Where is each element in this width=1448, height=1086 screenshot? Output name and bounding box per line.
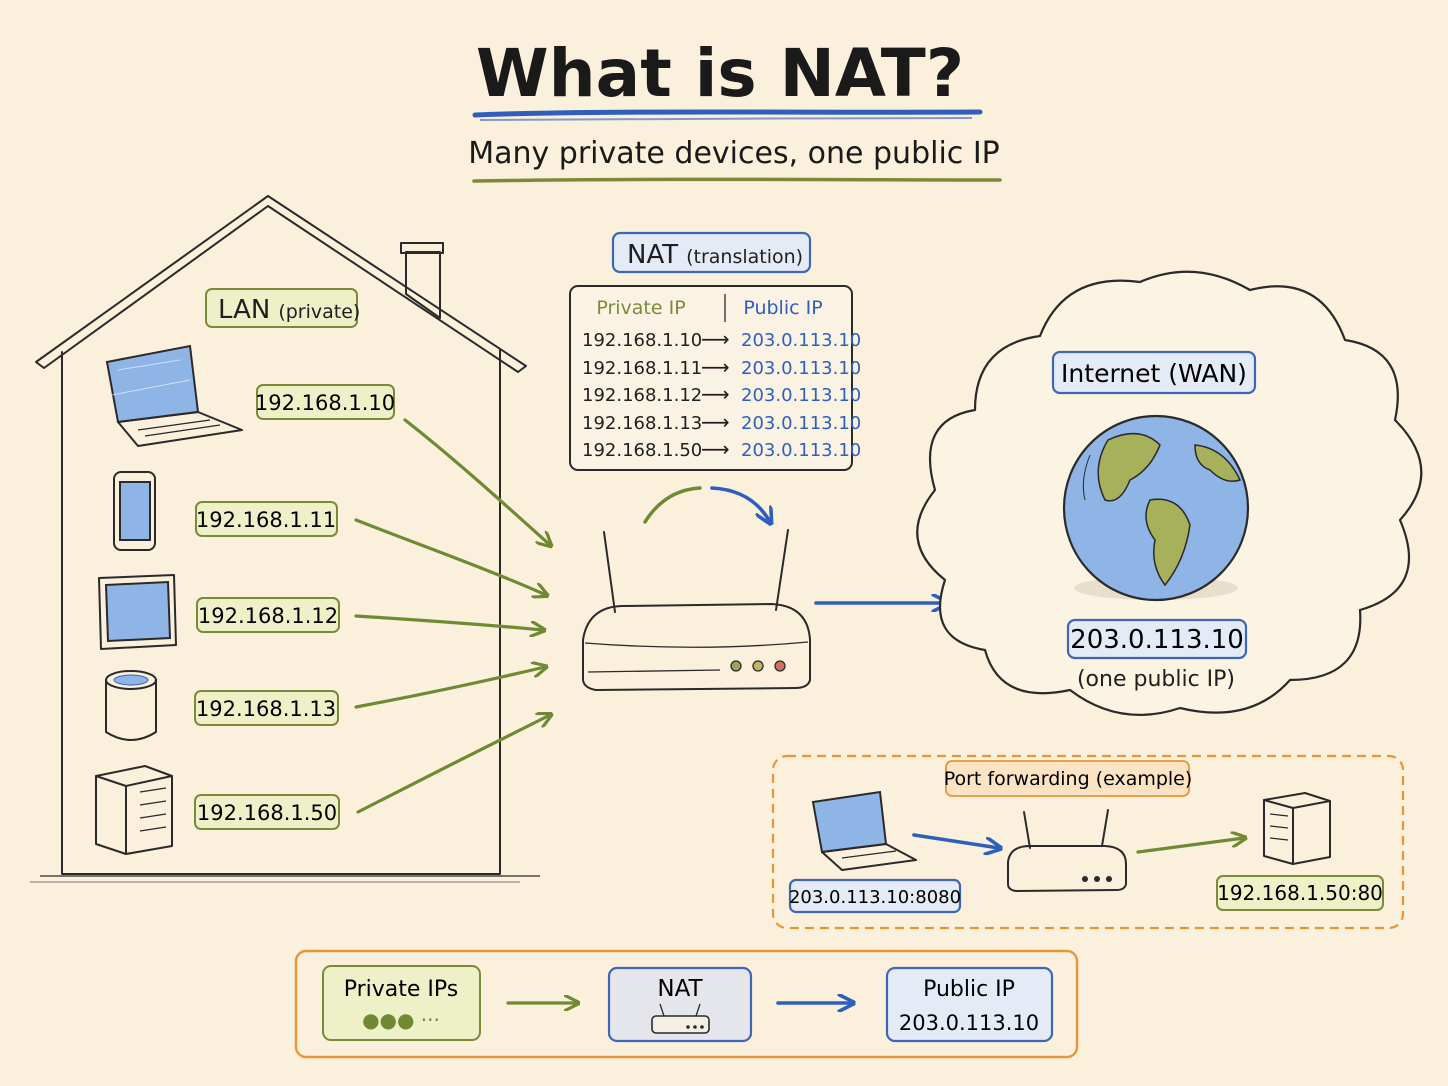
pf-arrow-out [1136,838,1244,854]
nat-table-header-public: Public IP [743,297,822,319]
svg-text:NAT(translation): NAT(translation) [627,240,803,270]
public-ip-label: 203.0.113.10 [1066,618,1248,660]
nat-row-private: 192.168.1.11 [582,358,702,379]
nat-row-private: 192.168.1.10 [582,330,702,351]
device-ip-label: 192.168.1.11 [195,501,338,537]
pf-router-icon [1007,809,1127,892]
svg-text:Private IPs: Private IPs [344,977,459,1002]
svg-text:203.0.113.10: 203.0.113.10 [1070,625,1244,655]
internet-label: Internet (WAN) [1051,350,1257,395]
summary-nat: NAT [607,966,753,1043]
pf-server-icon [1263,792,1331,865]
summary-public: Public IP 203.0.113.10 [885,966,1054,1043]
nat-row-private: 192.168.1.50 [582,440,702,461]
summary-private: Private IPs ●●● ··· [322,965,481,1041]
svg-text:Internet (WAN): Internet (WAN) [1061,359,1247,388]
pf-internal-address: 192.168.1.50:80 [1216,875,1384,911]
nat-row-public: 203.0.113.10 [741,330,861,351]
svg-text:LAN(private): LAN(private) [218,295,360,325]
nat-row-private: 192.168.1.12 [582,385,702,406]
svg-text:192.168.1.13: 192.168.1.13 [196,697,336,721]
nat-row-public: 203.0.113.10 [741,413,861,434]
summary-panel [294,949,1079,1059]
server-icon [95,765,173,855]
svg-text:192.168.1.10: 192.168.1.10 [255,391,395,415]
router-icon [582,529,811,691]
page-title: What is NAT? [476,35,964,112]
laptop-icon [105,344,243,447]
device-ip-label: 192.168.1.12 [196,597,340,633]
lan-label: LAN(private) [205,288,360,328]
title-underline [472,109,983,118]
nat-row-arrow: ⟶ [701,410,730,434]
tablet-icon [98,574,177,650]
pf-laptop-icon [811,790,917,871]
translation-arrow [643,486,770,522]
nat-label: NAT(translation) [611,231,812,274]
device-ip-label: 192.168.1.13 [194,690,339,726]
nat-row-arrow: ⟶ [701,355,730,379]
lan-to-router-arrows [354,418,550,814]
smart-speaker-icon [105,670,157,741]
svg-text:192.168.1.11: 192.168.1.11 [196,508,336,532]
nat-table: Private IP Public IP 192.168.1.10 ⟶ 203.… [569,285,861,471]
pf-arrow-in [912,833,999,848]
nat-row-public: 203.0.113.10 [741,440,861,461]
phone-icon [113,471,156,551]
house-lan [30,195,540,883]
globe-icon [1062,414,1250,602]
subtitle-underline [472,177,1002,183]
svg-text:203.0.113.10: 203.0.113.10 [899,1011,1039,1035]
svg-text:192.168.1.50: 192.168.1.50 [197,801,337,825]
nat-row-public: 203.0.113.10 [741,358,861,379]
svg-text:Public IP: Public IP [923,977,1015,1002]
svg-text:203.0.113.10:8080: 203.0.113.10:8080 [789,887,961,908]
svg-text:●●● ···: ●●● ··· [362,1008,440,1032]
pf-external-address: 203.0.113.10:8080 [788,878,962,914]
nat-row-private: 192.168.1.13 [582,413,702,434]
svg-text:Port forwarding (example): Port forwarding (example) [944,768,1193,790]
nat-row-arrow: ⟶ [701,437,730,461]
nat-table-header-private: Private IP [596,297,685,319]
public-ip-note: (one public IP) [1077,667,1235,692]
nat-row-public: 203.0.113.10 [741,385,861,406]
svg-text:NAT: NAT [657,976,703,1002]
nat-row-arrow: ⟶ [701,327,730,351]
port-forwarding-label: Port forwarding (example) [944,760,1193,797]
svg-text:192.168.1.50:80: 192.168.1.50:80 [1217,881,1383,905]
title-underline-2 [479,117,973,121]
page-subtitle: Many private devices, one public IP [468,136,1000,171]
summary-router-icon [651,1003,710,1034]
device-ip-label: 192.168.1.10 [255,384,395,420]
device-ip-label: 192.168.1.50 [194,794,340,830]
nat-row-arrow: ⟶ [701,382,730,406]
port-forwarding-panel [771,754,1405,930]
svg-text:192.168.1.12: 192.168.1.12 [198,604,338,628]
